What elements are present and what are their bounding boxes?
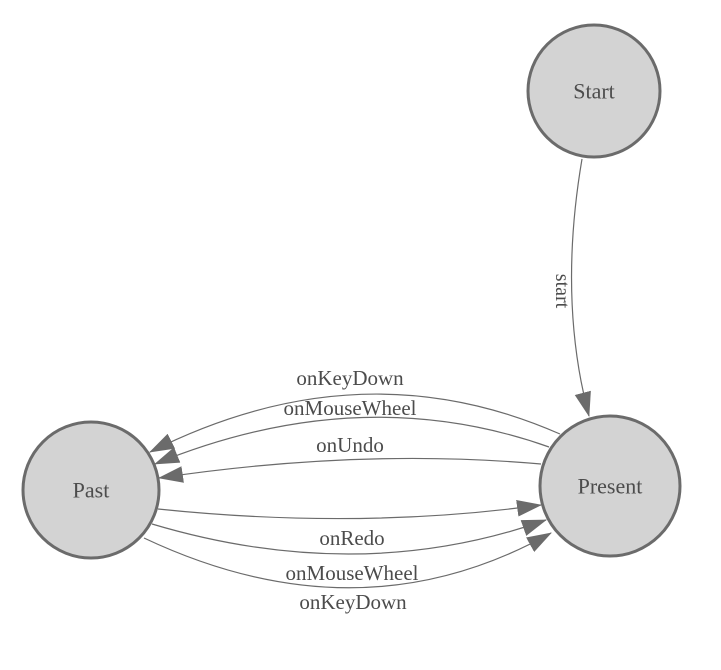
state-circle-past[interactable] bbox=[21, 420, 161, 560]
edge-label: onKeyDown bbox=[296, 366, 404, 390]
state-node-present[interactable]: Present bbox=[538, 414, 682, 558]
edge-present-to-past-onKeyDown bbox=[149, 393, 561, 453]
edge-layer: start onKeyDown onMouseWheel onUndo onRedo on… bbox=[143, 158, 591, 614]
edge-label: start bbox=[551, 274, 573, 309]
edge-label: onKeyDown bbox=[299, 590, 407, 614]
state-label-start: Start bbox=[573, 78, 615, 103]
edge-label: onMouseWheel bbox=[284, 396, 417, 420]
state-node-past[interactable]: Past bbox=[21, 420, 161, 560]
edge-label: onMouseWheel bbox=[286, 561, 419, 585]
edge-past-to-present-onRedo bbox=[157, 500, 543, 520]
edge-label: onRedo bbox=[319, 526, 384, 550]
edge-start-to-present-start bbox=[570, 158, 591, 418]
edge-present-to-past-onUndo bbox=[157, 457, 542, 483]
edge-past-to-present-onMouseWheel bbox=[151, 519, 547, 555]
state-circle-present[interactable] bbox=[538, 414, 682, 558]
state-circle-start[interactable] bbox=[526, 23, 662, 159]
state-label-past: Past bbox=[73, 477, 110, 502]
state-label-present: Present bbox=[578, 473, 643, 498]
edge-present-to-past-onMouseWheel bbox=[154, 416, 550, 465]
edge-label: onUndo bbox=[316, 433, 384, 457]
state-node-start[interactable]: Start bbox=[526, 23, 662, 159]
edge-past-to-present-onKeyDown bbox=[143, 532, 552, 589]
